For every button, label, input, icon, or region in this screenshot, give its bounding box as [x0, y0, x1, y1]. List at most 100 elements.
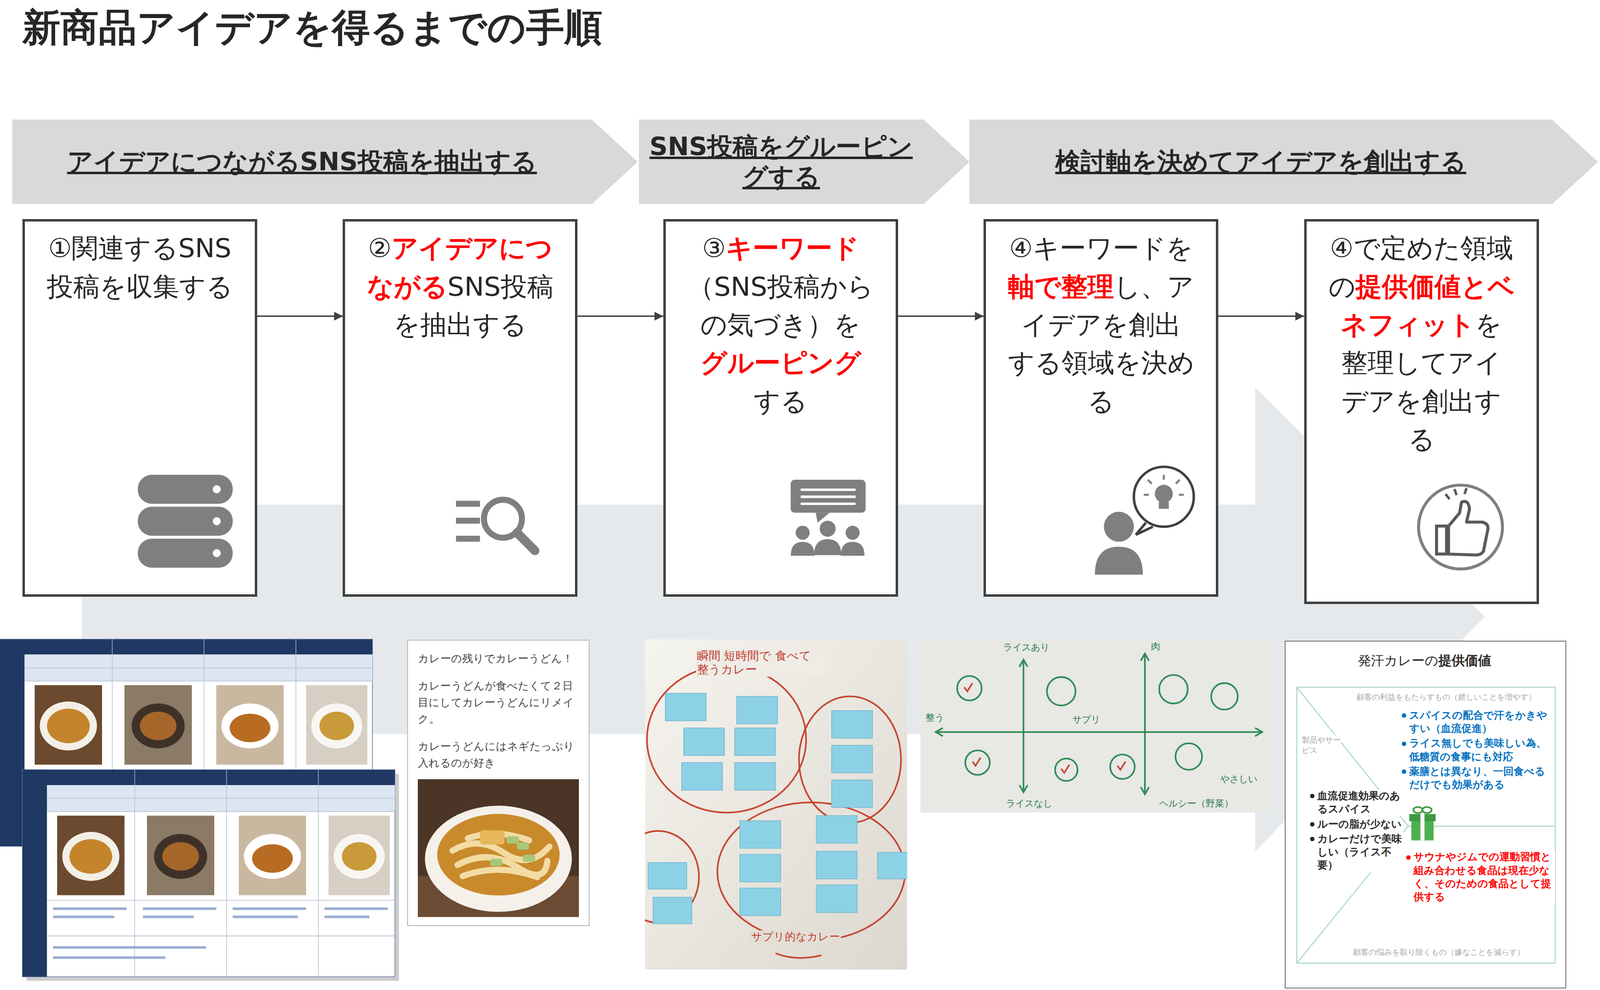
phase-band: アイデアにつながるSNS投稿を抽出する [12, 119, 638, 205]
bullet-item: スパイスの配合で汗をかきやすい（血流促進） [1401, 709, 1553, 737]
icon-part [1175, 480, 1180, 485]
step-icon [1094, 467, 1194, 575]
whiteboard-photo [653, 897, 692, 924]
phase-label: 検討軸を決めてアイデアを創出する [969, 119, 1553, 205]
process-box: ③キーワード（SNS投稿からの気づき）をグルーピングする [663, 219, 899, 597]
canvas-caption: 顧客の悩みを取り除くもの（嫌なことを減らす） [1326, 947, 1552, 959]
whiteboard-photo [1022, 660, 1025, 792]
icon-part [506, 836, 519, 844]
highlight-text: グルーピング [700, 347, 862, 379]
canvas-divider [1296, 687, 1409, 964]
icon-part [800, 502, 856, 506]
icon-part [1144, 493, 1149, 496]
icon-part [800, 495, 856, 499]
bullet-item: 薬膳とは異なり、一回食べるだけでも効果がある [1401, 765, 1553, 793]
post-paragraph: カレーうどんが食べたくて２日目にしてカレーうどんにリメイク。 [417, 677, 579, 728]
icon-part [790, 480, 866, 514]
whiteboard-photo [831, 710, 873, 739]
icon-part [814, 539, 842, 556]
bullet-text: 血流促進効果のあるスパイス [1317, 789, 1409, 817]
whiteboard-photo [734, 762, 776, 791]
whiteboard-photo [920, 639, 1271, 813]
step-text: ①関連するSNS投稿を収集する [24, 221, 255, 307]
icon-part [425, 806, 573, 913]
whiteboard-photo [936, 731, 1262, 734]
whiteboard-photo [935, 653, 1263, 795]
highlight-text: 軸で整理 [1007, 271, 1114, 303]
icon-part [1464, 488, 1467, 495]
whiteboard-photo [644, 666, 905, 959]
whiteboard-photo [775, 953, 822, 959]
icon-part [490, 859, 503, 867]
bullet-text: ルーの脂が少ない [1317, 818, 1402, 832]
highlight-text: キーワード [725, 232, 860, 264]
whiteboard-photo [646, 666, 806, 814]
step-text: ③ [702, 232, 726, 264]
whiteboard-photo [816, 885, 858, 913]
icon-part [137, 538, 233, 568]
phase-label: 検討軸を決めてアイデアを創出する [1055, 146, 1467, 177]
post-text: カレーの残りでカレーうどん！カレーうどんが食べたくて２日目にしてカレーうどんにリ… [417, 650, 579, 773]
bullet-dot [1310, 822, 1315, 827]
whiteboard-photo [734, 728, 776, 756]
bullet-dot [1310, 794, 1315, 799]
step-text: ④キーワードを [1009, 232, 1193, 264]
flow-arrow [1218, 315, 1305, 318]
whiteboard-photo [816, 816, 858, 844]
chevron-shape [12, 119, 638, 205]
step-text: （SNS投稿からの気づき）を [687, 271, 874, 341]
sns-post-card: カレーの残りでカレーうどん！カレーうどんが食べたくて２日目にしてカレーうどんにリ… [407, 639, 590, 927]
step-text: ② [368, 232, 392, 264]
whiteboard-photo [648, 693, 908, 924]
whiteboard-photo [972, 758, 981, 767]
whiteboard-photo [683, 728, 725, 756]
handwritten-note: やさしい [1219, 773, 1259, 785]
flow-arrow [898, 315, 985, 318]
bullet-text: 薬膳とは異なり、一回食べるだけでも効果がある [1409, 765, 1553, 793]
canvas-caption: 顧客の悩みを取り除くもの（嫌なことを減らす） [1353, 947, 1525, 958]
icon-part [1158, 502, 1169, 510]
bullet-dot [1310, 837, 1315, 842]
icon-part [1148, 480, 1152, 485]
icon-part [437, 814, 560, 896]
icon-part [800, 489, 856, 492]
bullet-text: ライス無しでも美味しい為、低糖質の食事にも対応 [1409, 737, 1553, 764]
icon-part [795, 526, 810, 541]
icon-part [1094, 547, 1143, 575]
icon-part [137, 507, 233, 536]
whiteboard-photo [644, 639, 907, 970]
process-box: ④で定めた領域の提供価値とベネフィットを整理してアイデアを創出する [1304, 219, 1539, 604]
step-text: ④キーワードを軸で整理し、アイデアを創出する領域を決める [985, 221, 1216, 421]
bullet-item: ルーの脂が少ない [1310, 818, 1409, 832]
bullet-item: ライス無しでも美味しい為、低糖質の食事にも対応 [1401, 737, 1553, 764]
emphasis-text: 提供価値 [1438, 653, 1492, 669]
bullet-dot [1401, 713, 1407, 718]
step-text: ③キーワード（SNS投稿からの気づき）をグルーピングする [665, 221, 896, 421]
icon-part [516, 842, 530, 851]
handwritten-note: 瞬間 短時間で 食べて 整うカレー [696, 649, 826, 678]
bullet-dot [1406, 855, 1411, 861]
gift-icon [1413, 807, 1423, 814]
chevron-shape [969, 119, 1599, 205]
icon-part [1154, 485, 1173, 504]
icon-part [1163, 474, 1166, 480]
icon-part [137, 474, 233, 504]
icon-part [1178, 493, 1184, 496]
whiteboard-photo [681, 762, 723, 791]
bullet-dot [1401, 769, 1407, 775]
pain-relief-list: サウナやジムでの運動習慣と組み合わせる食品は現在少なく、そのための食品として提供… [1406, 850, 1556, 906]
canvas-caption: 顧客の利益をもたらすもの（嬉しいことを増やす） [1341, 692, 1552, 703]
bullet-item: 血流促進効果のあるスパイス [1310, 789, 1409, 817]
handwritten-note: ライスなし [1005, 798, 1054, 810]
icon-part [212, 485, 221, 494]
whiteboard-photo [964, 683, 973, 692]
canvas-frame [1296, 687, 1556, 964]
whiteboard-photo [816, 851, 858, 880]
handwritten-note: 整う [924, 712, 945, 724]
step-icon [1418, 485, 1503, 570]
icon-part [522, 855, 535, 863]
phase-label: アイデアにつながるSNS投稿を抽出する [12, 119, 592, 205]
canvas-caption: 製品やサービス [1301, 735, 1341, 756]
handwritten-note: ライスあり [1002, 641, 1051, 654]
canvas-caption: 製品やサービス [1301, 735, 1343, 757]
